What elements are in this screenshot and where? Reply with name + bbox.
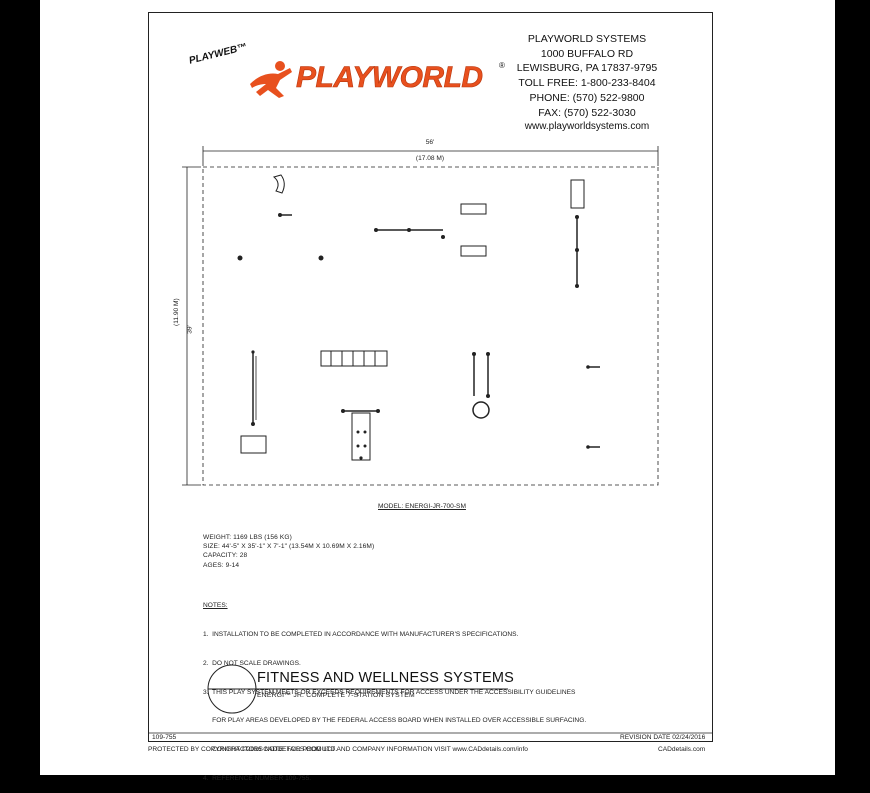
note-item: 2. DO NOT SCALE DRAWINGS. xyxy=(203,659,301,667)
model-label: MODEL: ENERGI-JR-700-SM xyxy=(378,503,466,510)
spec-block: WEIGHT: 1169 LBS (156 KG) SIZE: 44'-5" X… xyxy=(203,533,374,570)
company-info: PLAYWORLD SYSTEMS 1000 BUFFALO RD LEWISB… xyxy=(507,32,667,135)
sheet-border xyxy=(148,12,713,742)
note-item: 4. REFERENCE NUMBER 109-755. xyxy=(203,774,312,782)
registered-mark: ® xyxy=(499,61,505,70)
station-pad-2 xyxy=(460,245,487,257)
drawing-sheet xyxy=(40,0,835,775)
system-title: FITNESS AND WELLNESS SYSTEMS xyxy=(257,670,514,686)
company-phone: PHONE: (570) 522-9800 xyxy=(529,91,645,104)
reference-number: 109-755 xyxy=(152,734,177,741)
note-item: 1. INSTALLATION TO BE COMPLETED IN ACCOR… xyxy=(203,630,519,638)
height-dimension-metric: (11.90 M) xyxy=(173,298,180,326)
station-pad-1 xyxy=(460,203,487,215)
note-item: CONTRACTORS NOTE: FOR PRODUCT AND COMPAN… xyxy=(203,746,528,754)
width-dimension: 56' xyxy=(425,139,435,146)
system-subtitle: ENERGI™ JR. COMPLETE 7-STATION SYSTEM xyxy=(257,692,415,699)
company-website: www.playworldsystems.com xyxy=(524,121,650,133)
company-city: LEWISBURG, PA 17837-9795 xyxy=(516,62,658,75)
station-panel xyxy=(570,179,585,209)
playworld-logo: PLAYWORLD ® xyxy=(246,58,508,100)
company-address: 1000 BUFFALO RD xyxy=(540,47,634,60)
spec-ages: AGES: 9-14 xyxy=(203,561,240,569)
copyright-text: PROTECTED BY COPYRIGHT ©2016 CADDETAILS.… xyxy=(148,746,338,753)
logo-wordmark: PLAYWORLD xyxy=(296,61,484,95)
site-plan xyxy=(182,146,659,486)
ladder-station xyxy=(320,350,388,367)
company-tollfree: TOLL FREE: 1-800-233-8404 xyxy=(518,77,656,90)
station-base xyxy=(240,435,267,454)
revision-date: REVISION DATE 02/24/2016 xyxy=(620,734,706,741)
bench-station xyxy=(351,412,371,461)
curved-bench xyxy=(272,174,285,194)
note-item: FOR PLAY AREAS DEVELOPED BY THE FEDERAL … xyxy=(203,717,587,725)
notes-block: NOTES: 1. INSTALLATION TO BE COMPLETED I… xyxy=(203,582,586,793)
company-name: PLAYWORLD SYSTEMS xyxy=(527,33,647,45)
company-fax: FAX: (570) 522-3030 xyxy=(538,106,636,119)
width-dimension-metric: (17.08 M) xyxy=(415,155,445,162)
spec-size: SIZE: 44'-5" X 35'-1" X 7'-1" (13.54M X … xyxy=(203,543,375,551)
height-dimension: 39' xyxy=(186,325,194,334)
caddetails-link[interactable]: CADdetails.com xyxy=(658,746,706,753)
notes-title: NOTES: xyxy=(203,602,228,610)
spec-capacity: CAPACITY: 28 xyxy=(203,552,248,560)
figure-logo-icon xyxy=(250,61,292,98)
spec-weight: WEIGHT: 1169 LBS (156 KG) xyxy=(203,534,292,541)
wheel-station xyxy=(472,401,490,419)
